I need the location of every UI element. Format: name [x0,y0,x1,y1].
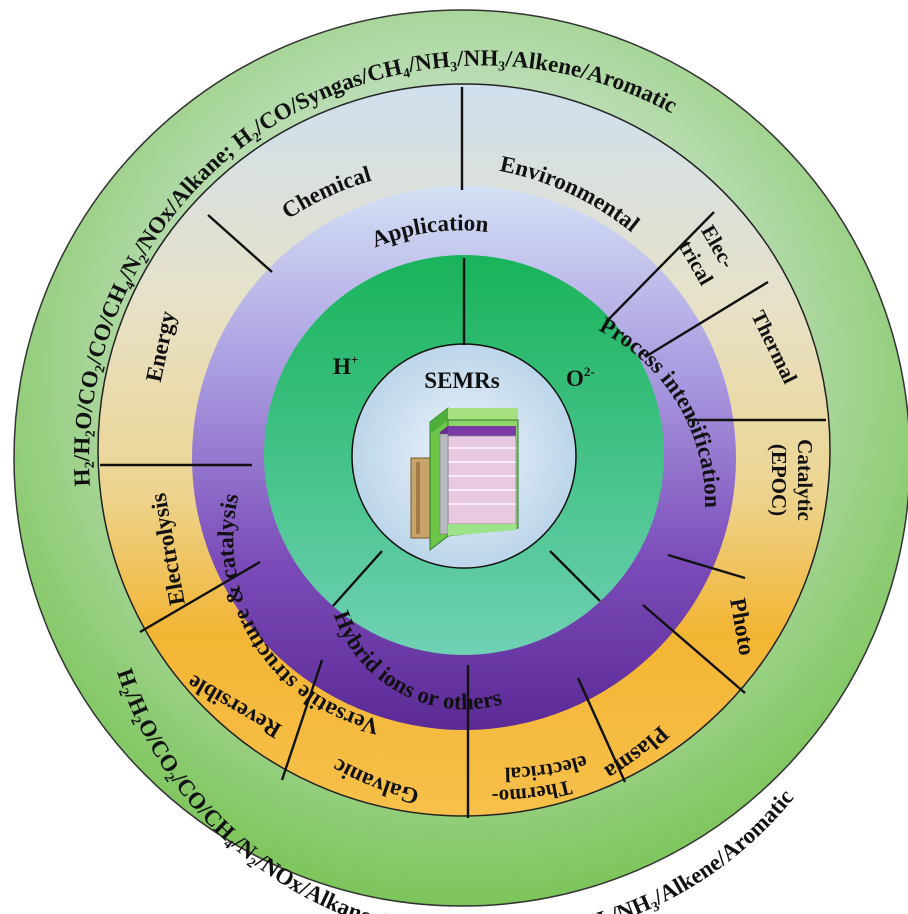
reactor-stack-illustration [410,406,519,552]
label-o2-minus: O2- [566,364,595,391]
label-h-plus: H+ [333,352,358,379]
center-title: SEMRs [424,368,499,393]
label-catalytic-line1: Catalytic [793,439,817,521]
label-catalytic-line2: (EPOC) [767,444,791,516]
category-dividers [100,87,826,818]
